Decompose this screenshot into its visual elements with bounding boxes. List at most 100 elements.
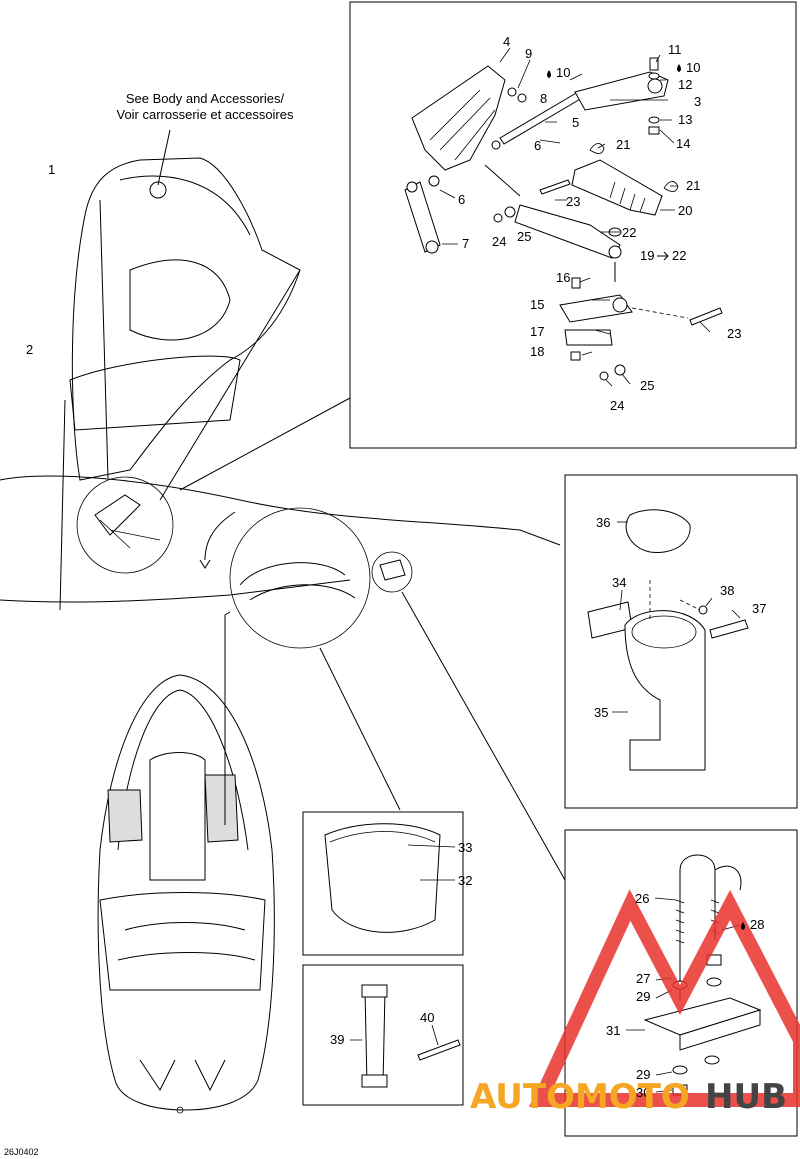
part-16-screw	[571, 277, 581, 289]
part-14-nut	[648, 126, 660, 135]
part-23-pin-a	[539, 179, 571, 195]
callout-4: 4	[503, 34, 510, 49]
callout-19: 19	[640, 248, 654, 263]
part-4-bracket	[411, 65, 506, 171]
callout-15: 15	[530, 297, 544, 312]
part-13-washer	[648, 116, 660, 124]
callout-6a: 6	[534, 138, 541, 153]
part-38-washer	[698, 605, 708, 615]
part-36-cap	[625, 509, 691, 554]
callout-8: 8	[540, 91, 547, 106]
callout-12: 12	[678, 77, 692, 92]
part-18-nut	[570, 351, 581, 361]
callout-18: 18	[530, 344, 544, 359]
storage-detail-circle	[229, 507, 371, 649]
callout-7: 7	[462, 236, 469, 251]
part-35-housing	[624, 610, 706, 771]
part-6-bushing-a	[491, 140, 501, 150]
callout-1: 1	[48, 162, 55, 177]
callout-39: 39	[330, 1032, 344, 1047]
part-19-rod-assembly	[514, 204, 621, 259]
automotohub-watermark-logo	[529, 889, 800, 1107]
arrow-right-icon	[657, 251, 669, 261]
callout-30: 30	[636, 1085, 650, 1100]
part-24-nut-a	[493, 213, 503, 223]
callout-5: 5	[572, 115, 579, 130]
watermark-word-2: HUB	[705, 1077, 787, 1117]
callout-22a: 22	[622, 225, 636, 240]
callout-22b: 22	[672, 248, 686, 263]
callout-35: 35	[594, 705, 608, 720]
callout-23a: 23	[566, 194, 580, 209]
part-8-bolt	[517, 93, 527, 103]
callout-36: 36	[596, 515, 610, 530]
callout-16: 16	[556, 270, 570, 285]
tool-detail-circle	[371, 551, 413, 593]
callout-14: 14	[676, 136, 690, 151]
latch-mechanism	[94, 494, 141, 536]
tie-down-box	[564, 829, 798, 1137]
part-24-nut-b	[599, 371, 609, 381]
callout-2: 2	[26, 342, 33, 357]
callout-29b: 29	[636, 1067, 650, 1082]
callout-38: 38	[720, 583, 734, 598]
part-11-screw	[649, 57, 659, 71]
tools-box	[302, 964, 464, 1106]
part-25-washer-a	[504, 206, 516, 218]
part-25-washer-b	[614, 364, 626, 376]
callout-25a: 25	[517, 229, 531, 244]
part-21-clip-b	[663, 181, 679, 192]
grab-handle-box	[564, 474, 798, 809]
oil-drop-icon	[547, 70, 551, 78]
callout-21a: 21	[616, 137, 630, 152]
callout-3: 3	[694, 94, 701, 109]
part-40-pin	[417, 1039, 461, 1061]
linkage-detail-box	[349, 1, 797, 449]
callout-37: 37	[752, 601, 766, 616]
drawing-code: 26J0402	[4, 1147, 39, 1157]
callout-24b: 24	[610, 398, 624, 413]
oil-drop-icon	[741, 922, 745, 930]
callout-20: 20	[678, 203, 692, 218]
callout-9: 9	[525, 46, 532, 61]
callout-26: 26	[635, 891, 649, 906]
callout-33: 33	[458, 840, 472, 855]
callout-34: 34	[612, 575, 626, 590]
see-body-note-line2: Voir carrosserie et accessoires	[116, 107, 294, 122]
callout-6b: 6	[458, 192, 465, 207]
part-39-wrench	[364, 989, 386, 1086]
callout-10b: 10	[686, 60, 700, 75]
callout-32: 32	[458, 873, 472, 888]
part-12-washer	[648, 72, 660, 80]
part-32-bin	[324, 823, 441, 933]
callout-13: 13	[678, 112, 692, 127]
watermark-word-1: AUTOMOTO	[470, 1077, 690, 1117]
oil-drop-icon	[677, 64, 681, 72]
callout-23b: 23	[727, 326, 741, 341]
callout-10a: 10	[556, 65, 570, 80]
callout-29a: 29	[636, 989, 650, 1004]
latch-detail-circle	[76, 476, 174, 574]
part-37-screw	[709, 619, 749, 639]
callout-11: 11	[668, 42, 682, 57]
callout-17: 17	[530, 324, 544, 339]
callout-25b: 25	[640, 378, 654, 393]
part-3-lever	[574, 71, 669, 111]
part-9-washer	[507, 87, 517, 97]
part-29-washer-b	[672, 1065, 688, 1075]
part-21-clip-a	[589, 143, 605, 154]
part-20-grip	[571, 159, 663, 216]
callout-31: 31	[606, 1023, 620, 1038]
storage-bin-box	[302, 811, 464, 956]
watermark-triangle-icon	[529, 889, 800, 1107]
callout-28: 28	[750, 917, 764, 932]
part-23-pin-b	[689, 307, 723, 326]
callout-40: 40	[420, 1010, 434, 1025]
callout-24a: 24	[492, 234, 506, 249]
see-body-note-line1: See Body and Accessories/	[126, 91, 285, 106]
callout-27: 27	[636, 971, 650, 986]
part-fastener-top	[149, 181, 167, 199]
callout-21b: 21	[686, 178, 700, 193]
part-6-bushing-b	[428, 175, 440, 187]
